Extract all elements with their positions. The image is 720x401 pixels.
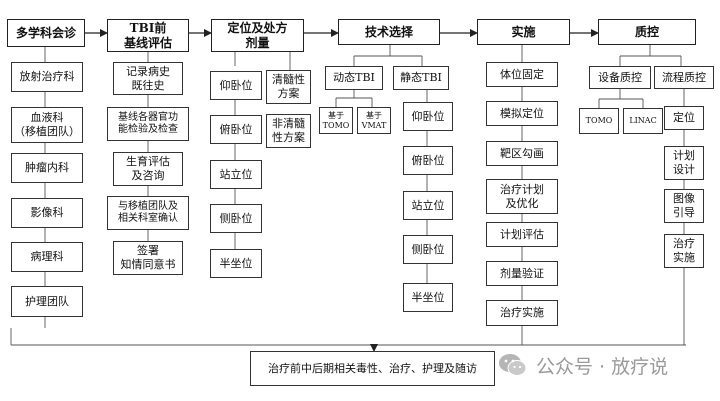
mdt-item-radiotherapy: 放射治疗科 [11, 62, 83, 92]
header-qc: 质控 [598, 19, 696, 45]
watermark-text: 公众号 · 放疗说 [536, 355, 669, 378]
process-qc-image-guidance: 图像 引导 [664, 189, 704, 223]
static-supine: 仰卧位 [403, 102, 453, 131]
dynamic-tomo: 基于 TOMO [319, 107, 353, 134]
posture-prone: 俯卧位 [210, 115, 262, 144]
static-semi-sitting: 半坐位 [403, 283, 453, 312]
followup-footer: 治疗前中后期相关毒性、治疗、护理及随访 [250, 351, 495, 386]
impl-simulation: 模拟定位 [486, 101, 558, 126]
baseline-item-fertility: 生育评估 及咨询 [113, 152, 183, 186]
impl-immobilization: 体位固定 [486, 62, 558, 87]
equipment-qc-linac: LINAC [623, 108, 663, 134]
static-prone: 俯卧位 [403, 146, 453, 175]
static-tbi-label: 静态TBI [393, 66, 449, 90]
watermark: 公众号 · 放疗说 [498, 345, 708, 385]
mdt-item-nursing: 护理团队 [11, 286, 83, 317]
dynamic-tbi-label: 动态TBI [325, 66, 383, 90]
wechat-icon [499, 354, 527, 376]
mdt-item-imaging: 影像科 [11, 198, 83, 228]
impl-treatment: 治疗实施 [486, 300, 558, 326]
posture-lateral: 侧卧位 [210, 204, 262, 233]
posture-semi-sitting: 半坐位 [210, 249, 262, 278]
header-mdt: 多学科会诊 [7, 19, 85, 47]
process-qc-positioning: 定位 [664, 106, 704, 130]
process-qc-label: 流程质控 [654, 66, 714, 89]
dynamic-vmat: 基于 VMAT [357, 107, 391, 134]
static-lateral: 侧卧位 [403, 235, 453, 264]
header-positioning: 定位及处方 剂量 [211, 19, 304, 52]
posture-supine: 仰卧位 [210, 71, 262, 100]
header-technique: 技术选择 [338, 19, 440, 45]
process-qc-plan-design: 计划 设计 [664, 146, 704, 180]
posture-standing: 站立位 [210, 160, 262, 189]
impl-contouring: 靶区勾画 [486, 141, 558, 166]
process-qc-treatment: 治疗 实施 [664, 234, 704, 268]
baseline-item-transplant-team: 与移植团队及 相关科室确认 [107, 196, 189, 230]
header-implementation: 实施 [477, 19, 570, 45]
header-baseline: TBI前 基线评估 [107, 19, 189, 52]
impl-planning: 治疗计划 及优化 [486, 179, 558, 214]
baseline-item-organ-function: 基线各器官功 能检验及检查 [107, 107, 189, 141]
mdt-item-oncology: 肿瘤内科 [11, 153, 83, 183]
equipment-qc-tomo: TOMO [579, 108, 619, 134]
equipment-qc-label: 设备质控 [589, 66, 651, 89]
static-standing: 站立位 [403, 191, 453, 220]
impl-plan-evaluation: 计划评估 [486, 222, 558, 247]
plan-myeloablative: 清髓性 方案 [266, 70, 311, 104]
plan-non-myeloablative: 非清髓 性方案 [266, 114, 311, 148]
impl-dose-verification: 剂量验证 [486, 261, 558, 286]
mdt-item-hematology: 血液科 （移植团队） [11, 107, 83, 143]
baseline-item-history: 记录病史 既往史 [113, 62, 183, 95]
baseline-item-consent: 签署 知情同意书 [113, 241, 183, 275]
mdt-item-pathology: 病理科 [11, 242, 83, 272]
